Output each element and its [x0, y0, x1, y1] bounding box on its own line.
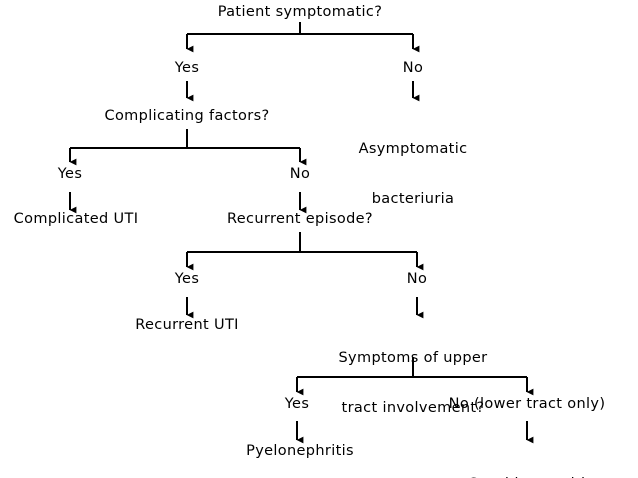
node-asymptomatic-bacteriuria-line1: Asymptomatic [358, 141, 468, 157]
node-consider-cystitis: Consider cystitis, urethritis or vaginit… [453, 443, 612, 478]
node-complicated-uti: Complicated UTI [13, 211, 139, 227]
node-complicating-factors: Complicating factors? [104, 108, 270, 124]
node-asymptomatic-bacteriuria-line2: bacteriuria [371, 190, 455, 207]
edge-label-recurrent-no: No [406, 271, 428, 287]
edge-label-root-no: No [402, 60, 424, 76]
edge-label-complicating-no: No [289, 166, 311, 182]
edge-label-complicating-yes: Yes [57, 166, 83, 182]
node-asymptomatic-bacteriuria: Asymptomatic bacteriuria [359, 108, 468, 240]
node-consider-cystitis-line1: Consider cystitis, [453, 476, 612, 478]
edge-label-root-yes: Yes [174, 60, 200, 76]
node-patient-symptomatic: Patient symptomatic? [217, 4, 383, 20]
node-recurrent-episode: Recurrent episode? [227, 211, 373, 227]
edge-label-upper-no: No (lower tract only) [448, 396, 606, 412]
node-recurrent-uti: Recurrent UTI [135, 317, 239, 333]
edge-label-recurrent-yes: Yes [174, 271, 200, 287]
node-upper-tract-symptoms-line1: Symptoms of upper [338, 350, 488, 366]
edge-label-upper-yes: Yes [284, 396, 310, 412]
node-upper-tract-symptoms: Symptoms of upper tract involvement? [339, 317, 488, 449]
node-pyelonephritis: Pyelonephritis [246, 443, 354, 459]
node-upper-tract-symptoms-line2: tract involvement? [341, 399, 485, 416]
